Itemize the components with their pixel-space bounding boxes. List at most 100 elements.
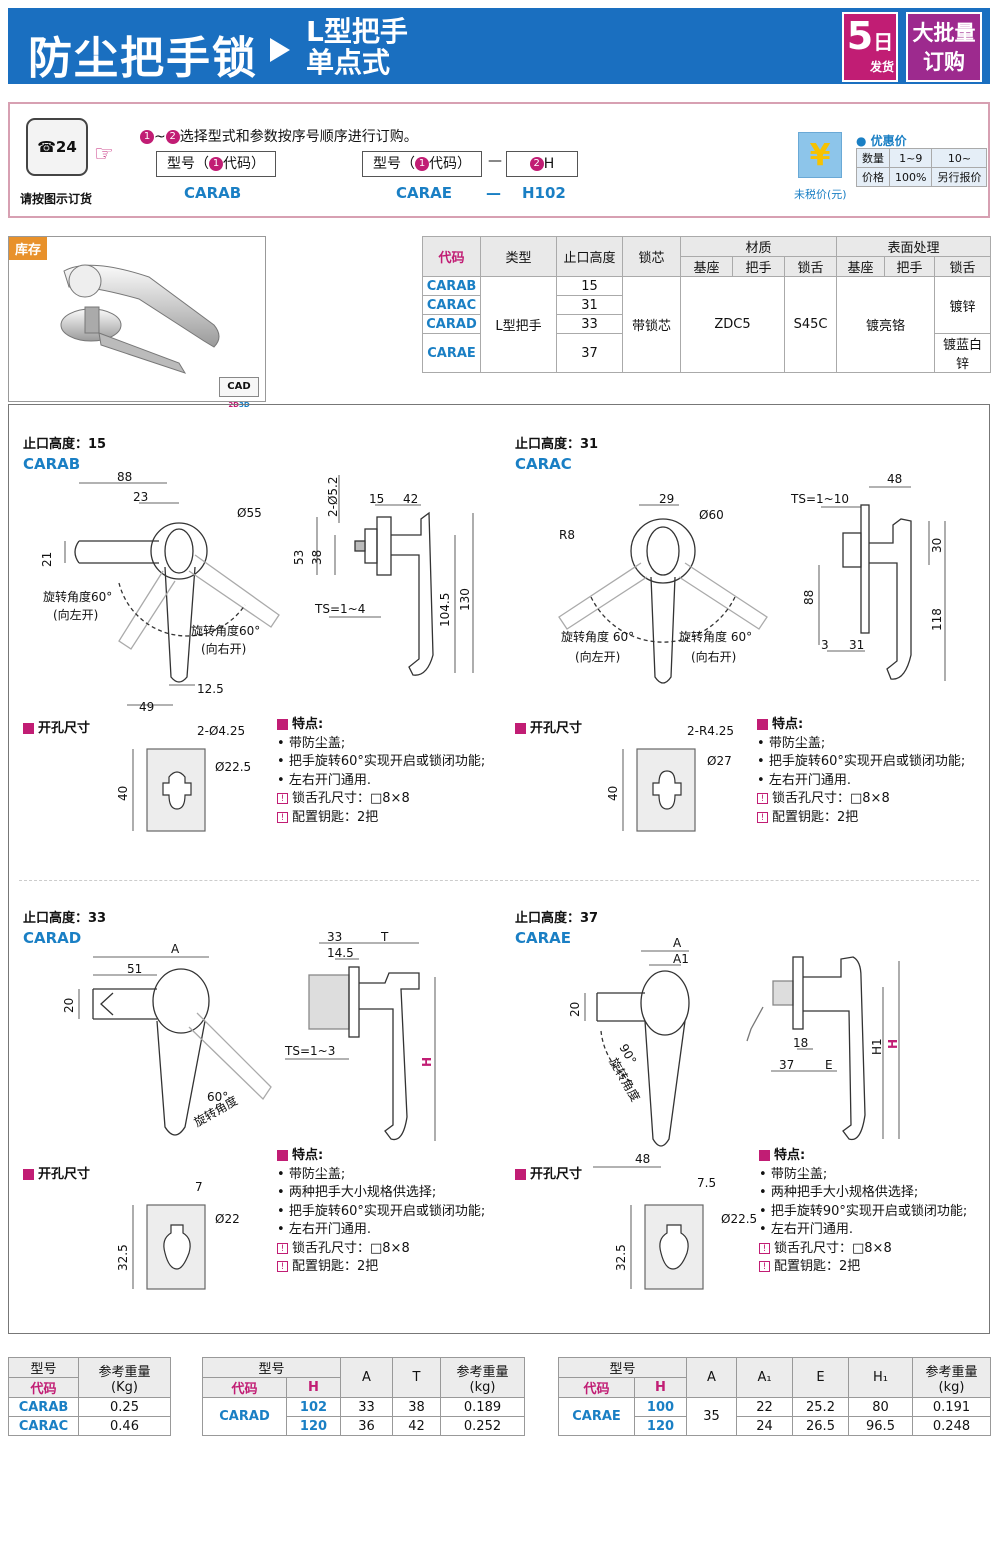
wt-weight: 0.46 [78,1416,171,1436]
feature-text: 把手旋转60°实现开启或锁闭功能; [288,1203,486,1219]
hole-size-caption: 开孔尺寸 [515,1163,582,1182]
dim-label: 12.5 [197,682,224,696]
spec-stop: 15 [556,276,623,296]
wt-weight-unit: (Kg) [111,1379,138,1395]
feature-item: • 左右开门通用. [277,772,371,788]
spec-header-type: 类型 [480,236,557,277]
wt-a1: 22 [736,1397,793,1417]
feature-text: 带防尘盖; [288,1166,346,1182]
info-item: !配置钥匙：2把 [757,809,965,828]
spec-surface-tongue-2: 镀蓝白锌 [934,333,991,373]
feature-text: 带防尘盖; [768,735,826,751]
feature-text: 左右开门通用. [288,1222,371,1237]
dim-label: Ø22 [215,1212,240,1226]
spec-code: CARAC [422,295,481,315]
dim-label: 130 [458,588,472,611]
yen-icon: ¥ [798,132,842,178]
spec-stop: 31 [556,295,623,315]
dim-label: A1 [673,952,689,966]
step-1-badge: 1 [415,157,429,171]
wt-header-model: 型号 [202,1357,341,1378]
wt-code: CARAB [8,1397,79,1417]
product-photo [60,264,220,374]
phone-caption: 请按图示订货 [20,192,93,206]
dim-label: Ø55 [237,506,262,520]
panel-code: CARAB [23,455,81,473]
spec-sub-base-2: 基座 [836,256,885,277]
paren-close: ） [251,156,265,172]
badge-bulk-line-2: 订购 [923,50,965,74]
wt-weight-unit: (kg) [938,1379,965,1395]
example-h: H102 [522,184,566,202]
wt-header-code: 代码 [558,1377,635,1398]
page-header: 防尘把手锁 L型把手 单点式 5日 发货 大批量 订购 [8,8,990,84]
spec-core: 带锁芯 [622,276,681,373]
dim-label: 32.5 [614,1244,628,1271]
dim-label: 7.5 [697,1176,716,1190]
subtitle-line-1: L型把手 [306,15,408,48]
wt-header-weight: 参考重量(Kg) [78,1357,171,1398]
h-label: H [543,156,555,172]
info-text: 配置钥匙：2把 [772,809,859,825]
wt-h1: 80 [848,1397,913,1417]
step-1-badge: 1 [140,130,154,144]
dim-label: TS=1~10 [790,492,849,506]
rotation-label: 旋转角度60° [191,623,260,638]
pointing-hand-icon: ☞ [94,142,114,167]
example-code-2: CARAE [396,184,453,202]
paren-open: （ [401,156,415,172]
feature-item: • 带防尘盖; [277,735,346,751]
wt-header-h: H [634,1377,687,1398]
price-2: 另行报价 [931,167,988,187]
dim-label: TS=1~4 [314,602,365,616]
paren-close: ） [457,156,471,172]
dim-label: 7 [195,1180,203,1194]
wt-header-model: 型号 [8,1357,79,1378]
code-label: 代码 [429,156,457,172]
phone-icon-text: 24 [55,138,77,156]
dim-label: A [171,942,180,956]
dim-label: E [825,1058,833,1072]
step-2-badge: 2 [529,157,544,171]
spec-type: L型把手 [480,276,557,373]
stock-badge: 库存 [9,237,48,260]
price-label: 价格 [856,167,890,187]
spec-sub-handle: 把手 [732,256,785,277]
qty-1: 1~9 [888,148,933,168]
feature-item: • 把手旋转60°实现开启或锁闭功能; [757,754,966,769]
spec-header-core: 锁芯 [622,236,681,277]
info-item: !锁舌孔尺寸：□8×8 [277,1240,485,1259]
spec-stop: 37 [556,333,623,373]
rotation-label: 旋转角度 60° [561,629,634,644]
hole-size-label: 开孔尺寸 [38,1167,91,1182]
badge-days-char: 日 [873,30,894,54]
hole-size-label: 开孔尺寸 [530,1167,583,1182]
wt-a1: 24 [736,1416,793,1436]
drawings-area: 止口高度：15 CARAB [8,404,990,1334]
feature-text: 左右开门通用. [770,1222,853,1237]
dim-label: Ø22.5 [215,760,251,774]
paren-open: （ [195,156,209,172]
wt-header-e: E [792,1357,849,1398]
feature-text: 把手旋转60°实现开启或锁闭功能; [288,754,486,769]
wt-code: CARAD [202,1397,287,1436]
wt-t: 38 [392,1397,441,1417]
spec-stop: 33 [556,314,623,334]
discount-text: 优惠价 [870,134,907,148]
wt-a: 36 [340,1416,393,1436]
panel-code: CARAC [515,455,572,473]
feature-text: 带防尘盖; [288,735,346,751]
rotation-sub-label: (向左开) [575,649,620,664]
wt-header-code: 代码 [202,1377,287,1398]
features-title: 特点: [277,716,485,735]
dim-label: 51 [127,962,142,976]
